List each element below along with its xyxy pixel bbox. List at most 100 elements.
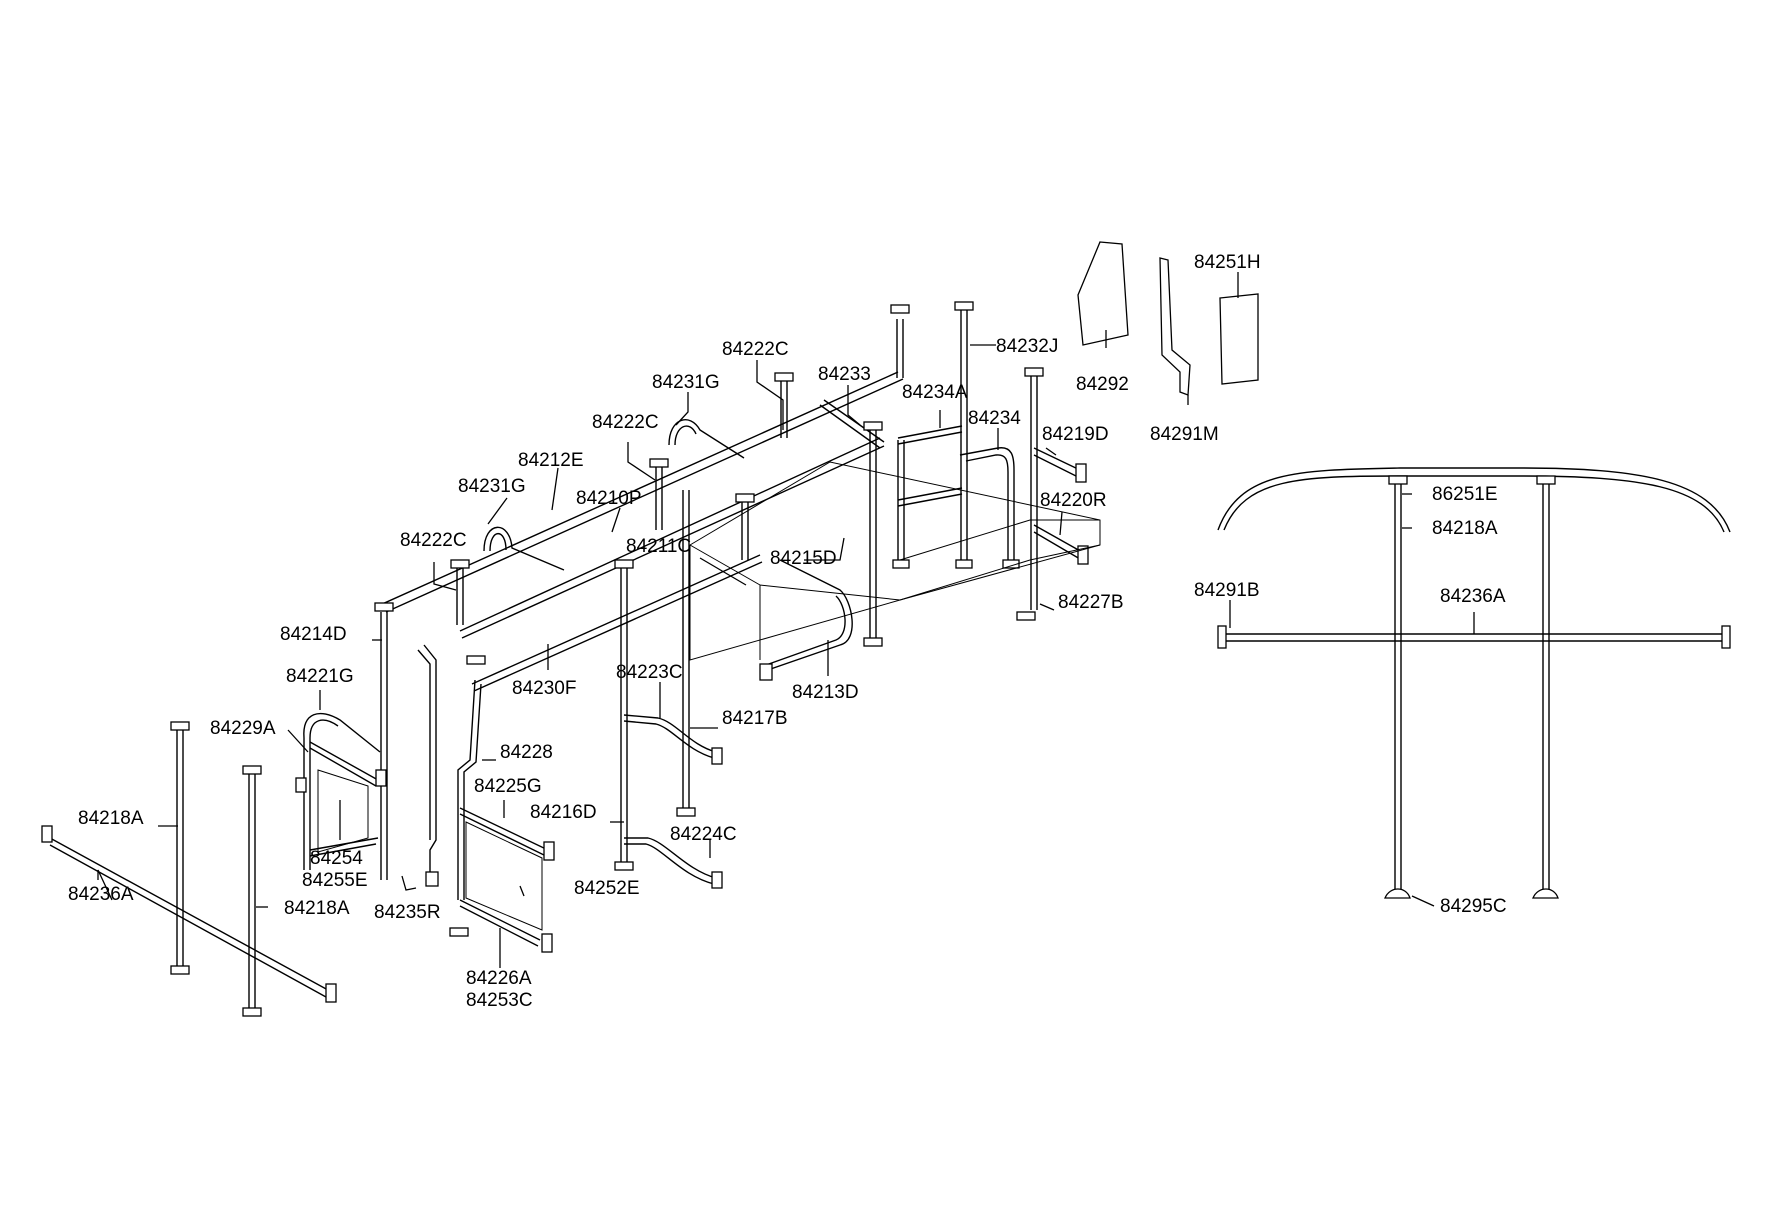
label-84223C: 84223C (616, 662, 683, 683)
post-foot (1002, 559, 1020, 569)
label-84216D: 84216D (530, 802, 597, 823)
label-84231G-top: 84231G (652, 372, 720, 393)
post-84222C-mid (655, 466, 663, 530)
label-84217B: 84217B (722, 708, 788, 729)
post-cap (614, 559, 634, 569)
part-labels: 84222C 84232J 84292 84251H 84291M 84231G… (68, 252, 1507, 1011)
post-cap (954, 301, 974, 311)
pole-foot (170, 965, 190, 975)
label-84253C: 84253C (466, 990, 533, 1011)
door-arc-84221G (303, 712, 381, 753)
label-84295C: 84295C (1440, 896, 1507, 917)
label-84210P: 84210P (576, 488, 642, 509)
panel-84252E (465, 821, 543, 931)
roof-arch-inner (1223, 475, 1725, 533)
door-rail-top (309, 741, 379, 787)
arch-end (759, 663, 773, 681)
label-84220R: 84220R (1040, 490, 1107, 511)
pole-84218A-1 (176, 730, 184, 966)
arch-84231G-top-inner (674, 425, 697, 446)
glass-84292 (1077, 241, 1129, 346)
post-cap (649, 458, 669, 468)
brace-end (711, 871, 723, 889)
post-84227B (1030, 376, 1038, 610)
label-84255E: 84255E (302, 870, 368, 891)
post-foot (449, 927, 469, 937)
post-foot (614, 861, 634, 871)
stub-end (1075, 463, 1087, 483)
label-84221G: 84221G (286, 666, 354, 687)
label-84213D: 84213D (792, 682, 859, 703)
label-84235R: 84235R (374, 902, 441, 923)
bend-84234 (959, 447, 1015, 560)
post-front-right (1542, 480, 1550, 890)
tube-84235R-b (417, 649, 431, 840)
label-84224C: 84224C (670, 824, 737, 845)
foot-84295C-left (1384, 888, 1411, 899)
pole-foot (242, 1007, 262, 1017)
post-foot (1016, 611, 1036, 621)
label-84234: 84234 (968, 408, 1021, 429)
leader-lines (97, 272, 1475, 968)
post-cap (863, 421, 883, 431)
label-84251H: 84251H (1194, 252, 1261, 273)
bar-end (1721, 625, 1731, 649)
label-84229A: 84229A (210, 718, 276, 739)
floor-ledge (899, 519, 1100, 561)
post-84232J (960, 310, 968, 565)
tube-end (425, 871, 439, 887)
brace-end (711, 747, 723, 765)
post-84217B (682, 490, 690, 808)
post-cap (774, 372, 794, 382)
bar-84236A-left (49, 837, 329, 998)
label-84292: 84292 (1076, 374, 1129, 395)
label-84225G: 84225G (474, 776, 542, 797)
post-84211C (741, 500, 749, 560)
rail-mid-inner (461, 445, 885, 639)
label-84234A: 84234A (902, 382, 968, 403)
post-cap (1388, 475, 1408, 485)
stub-84219D (1033, 447, 1081, 478)
bar-end (325, 983, 337, 1003)
stub-84220R (1033, 524, 1083, 560)
roof-arch-outer (1217, 467, 1731, 533)
post-cap (1024, 367, 1044, 377)
bar-end (41, 825, 53, 843)
arch-84231G-top (668, 419, 745, 459)
label-84211C: 84211C (626, 536, 691, 557)
rail-top-inner (385, 378, 904, 613)
post-cap (450, 559, 470, 569)
main-frame-assembly (295, 301, 1101, 953)
post-84214D (380, 612, 388, 880)
label-84222C-mid: 84222C (592, 412, 659, 433)
label-84291M: 84291M (1150, 424, 1219, 445)
foot-84295C-right (1532, 888, 1559, 899)
glass-panels (1077, 241, 1259, 396)
floor-box (689, 544, 901, 660)
door-stub (543, 841, 555, 861)
post-top-right (896, 319, 904, 378)
label-84232J: 84232J (996, 336, 1058, 357)
rail-low-outer (471, 554, 761, 685)
brace-84233-b (823, 399, 885, 443)
label-84226A: 84226A (466, 968, 532, 989)
label-86251E: 86251E (1432, 484, 1498, 505)
bend-84234-b (965, 454, 1009, 560)
label-84291B: 84291B (1194, 580, 1260, 601)
post-cap (374, 602, 394, 612)
post-cap (735, 493, 755, 503)
rail-low-inner (473, 561, 763, 692)
brace-84223C (623, 714, 717, 759)
door-stub (541, 933, 553, 953)
label-84230F: 84230F (512, 678, 576, 699)
loose-poles-left (41, 721, 337, 1017)
glass-84251H (1219, 293, 1259, 385)
pole-cap (170, 721, 190, 731)
post-foot (892, 559, 910, 569)
post-cap (466, 655, 486, 665)
arch-84213D (761, 559, 853, 673)
arch-84231G-left-inner (489, 532, 507, 552)
post-cap (1536, 475, 1556, 485)
